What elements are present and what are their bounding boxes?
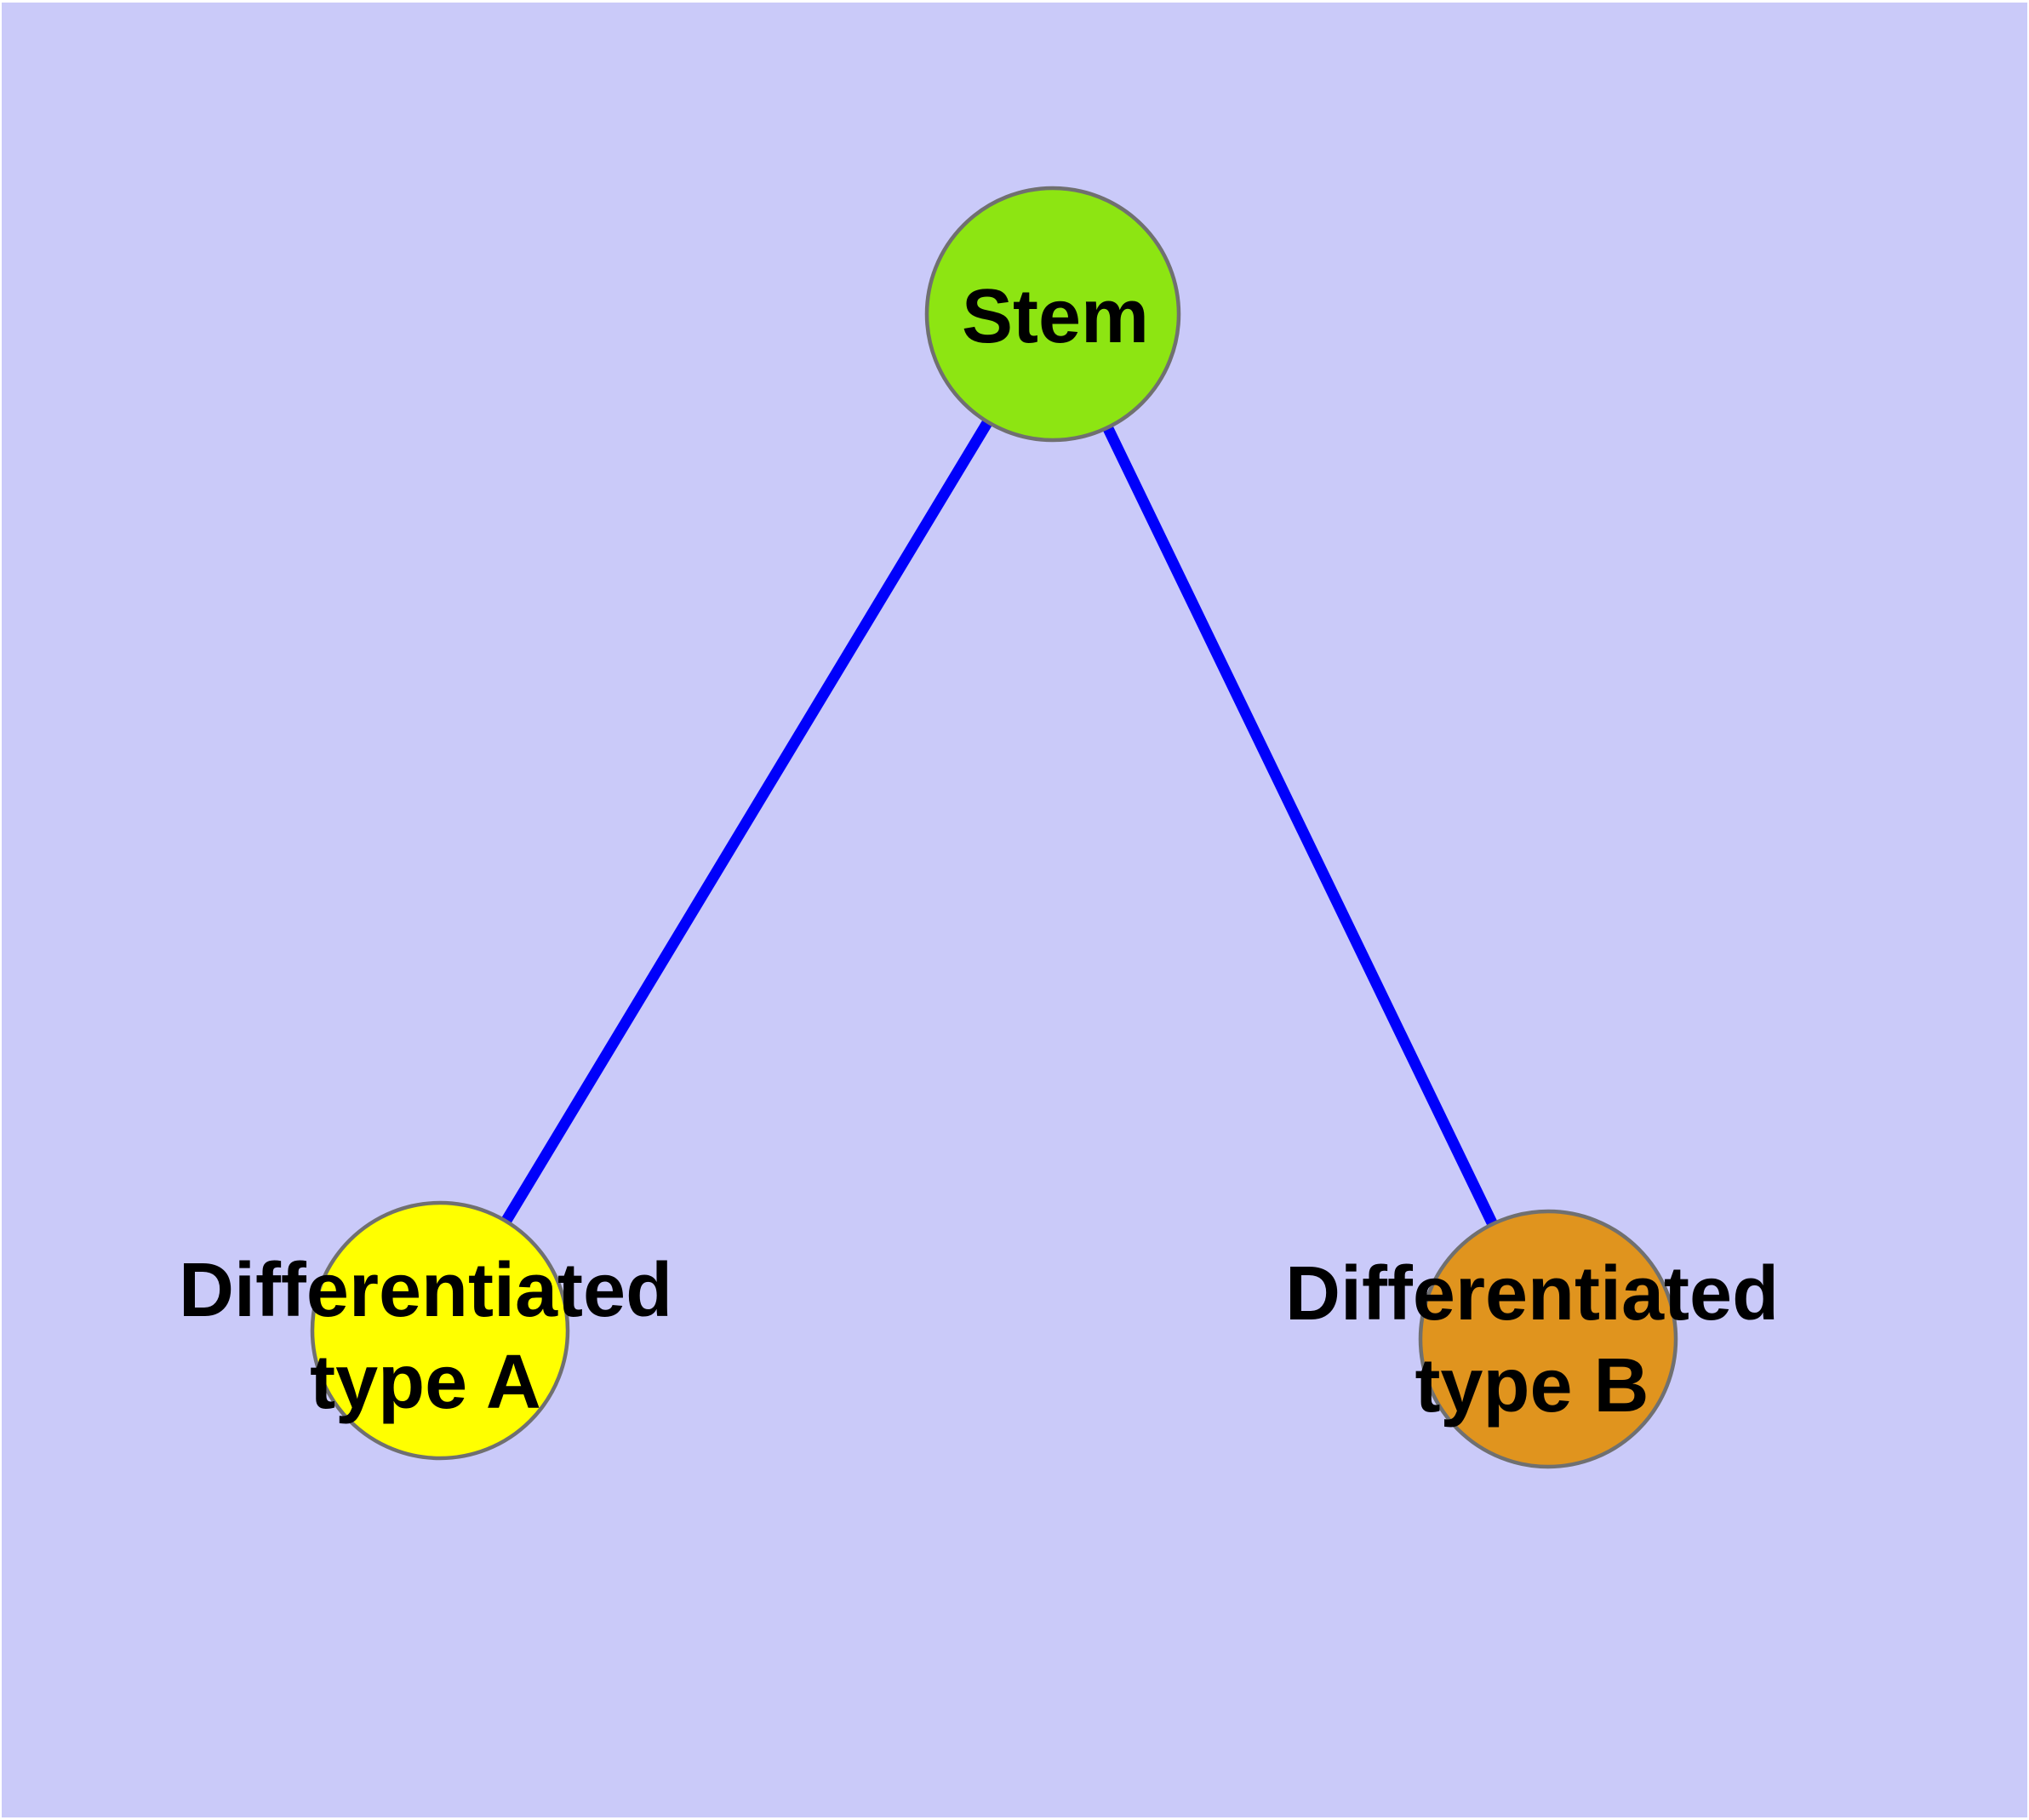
stem-node (924, 186, 1181, 443)
edge-stem-to-type-b (1048, 312, 1553, 1342)
type-b-node (1418, 1209, 1678, 1469)
edge-stem-to-type-a (435, 311, 1058, 1334)
type-a-node (310, 1200, 570, 1461)
